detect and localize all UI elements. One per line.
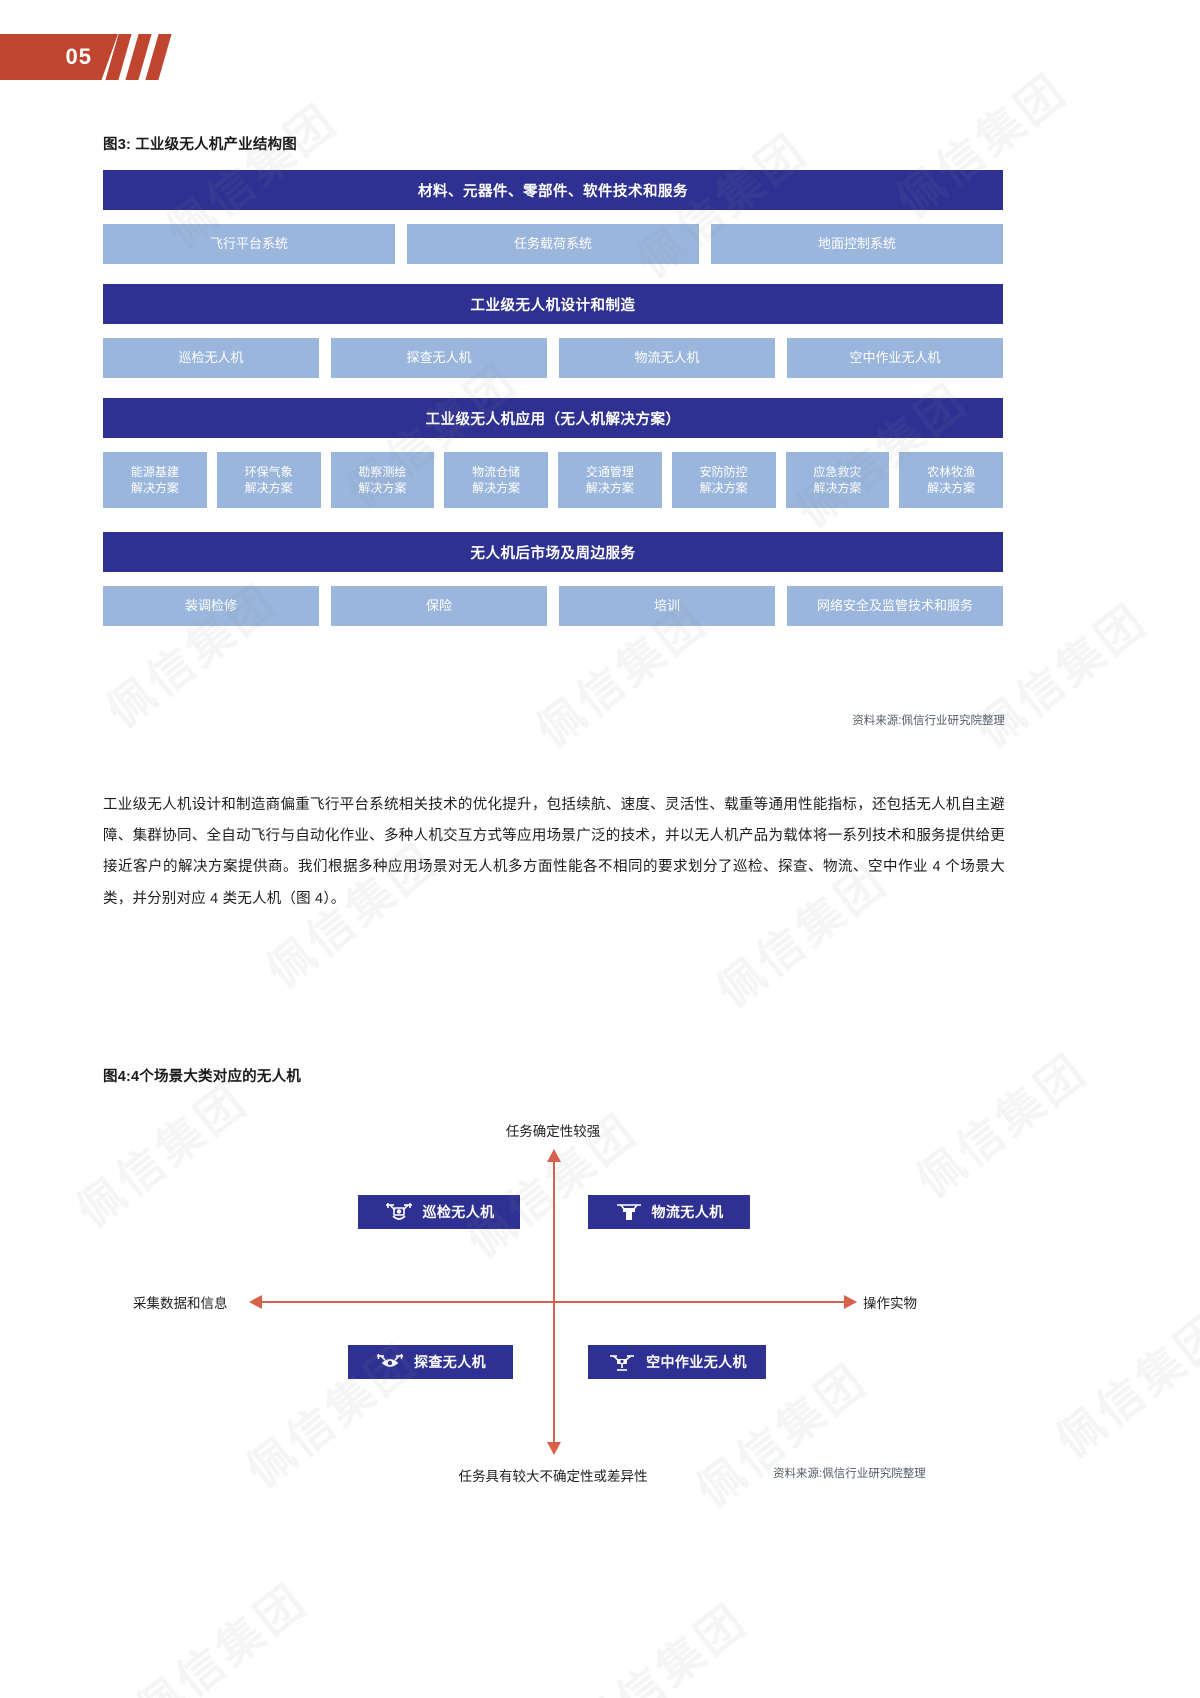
fig3-diagram: 材料、元器件、零部件、软件技术和服务 飞行平台系统 任务载荷系统 地面控制系统 … bbox=[103, 170, 1003, 646]
fig4-box-aerial-work-drone: 空中作业无人机 bbox=[588, 1345, 766, 1379]
axis-label-right: 操作实物 bbox=[863, 1296, 917, 1311]
aerial-work-drone-icon bbox=[607, 1351, 637, 1373]
fig4-quadrant: 任务确定性较强 任务具有较大不确定性或差异性 采集数据和信息 操作实物 bbox=[103, 1120, 1005, 1484]
horizontal-axis bbox=[260, 1301, 850, 1303]
fig3-cell: 物流无人机 bbox=[559, 338, 775, 378]
axis-arrow-right-icon bbox=[844, 1295, 857, 1309]
fig3-source: 资料来源:佩信行业研究院整理 bbox=[852, 715, 1005, 727]
fig3-cell: 飞行平台系统 bbox=[103, 224, 395, 264]
fig3-row-0: 飞行平台系统 任务载荷系统 地面控制系统 bbox=[103, 224, 1003, 264]
axis-label-top: 任务确定性较强 bbox=[505, 1124, 601, 1139]
fig3-cell: 培训 bbox=[559, 586, 775, 626]
fig4-box-label: 巡检无人机 bbox=[422, 1204, 495, 1220]
survey-drone-icon bbox=[375, 1352, 405, 1372]
fig4-box-label: 探查无人机 bbox=[414, 1354, 486, 1370]
fig3-cell: 网络安全及监管技术和服务 bbox=[787, 586, 1003, 626]
logistics-drone-icon bbox=[615, 1201, 643, 1223]
fig3-cell: 环保气象解决方案 bbox=[216, 452, 321, 508]
watermark: 佩信集团 bbox=[1047, 1303, 1200, 1468]
fig3-row-3: 装调检修 保险 培训 网络安全及监管技术和服务 bbox=[103, 586, 1003, 626]
fig4-box-logistics-drone: 物流无人机 bbox=[588, 1195, 750, 1229]
fig3-cell: 勘察测绘解决方案 bbox=[330, 452, 435, 508]
fig3-cell: 物流仓储解决方案 bbox=[444, 452, 548, 508]
axis-label-left: 采集数据和信息 bbox=[133, 1296, 228, 1311]
inspection-drone-icon bbox=[384, 1201, 414, 1223]
page-number-badge: 05 bbox=[0, 34, 118, 80]
fig3-cell: 地面控制系统 bbox=[711, 224, 1003, 264]
fig3-cell: 探查无人机 bbox=[331, 338, 547, 378]
fig3-section-header-0: 材料、元器件、零部件、软件技术和服务 bbox=[103, 170, 1003, 210]
fig3-cell: 任务载荷系统 bbox=[407, 224, 699, 264]
axis-arrow-up-icon bbox=[547, 1149, 561, 1162]
axis-arrow-left-icon bbox=[249, 1295, 262, 1309]
fig3-cell: 应急救灾解决方案 bbox=[785, 452, 890, 508]
fig3-cell: 保险 bbox=[331, 586, 547, 626]
fig3-cell: 能源基建解决方案 bbox=[103, 452, 207, 508]
watermark: 佩信集团 bbox=[127, 1573, 317, 1698]
fig3-cell: 安防防控解决方案 bbox=[671, 452, 776, 508]
fig4-box-label: 物流无人机 bbox=[651, 1204, 724, 1220]
triple-slash-icon bbox=[105, 34, 172, 80]
fig3-cell: 交通管理解决方案 bbox=[558, 452, 662, 508]
fig3-row-1: 巡检无人机 探查无人机 物流无人机 空中作业无人机 bbox=[103, 338, 1003, 378]
fig3-row-2: 能源基建解决方案 环保气象解决方案 勘察测绘解决方案 物流仓储解决方案 交通管理… bbox=[103, 452, 1003, 508]
watermark: 佩信集团 bbox=[567, 1593, 757, 1698]
fig4-box-label: 空中作业无人机 bbox=[646, 1354, 747, 1370]
fig4-diagram: 任务确定性较强 任务具有较大不确定性或差异性 采集数据和信息 操作实物 bbox=[103, 1060, 1005, 1484]
fig4-title: 图4:4个场景大类对应的无人机 bbox=[103, 1069, 301, 1085]
fig3-title: 图3: 工业级无人机产业结构图 bbox=[103, 137, 297, 153]
fig3-section-header-2: 工业级无人机应用（无人机解决方案） bbox=[103, 398, 1003, 438]
fig4-box-inspection-drone: 巡检无人机 bbox=[358, 1195, 520, 1229]
fig4-source: 资料来源:佩信行业研究院整理 bbox=[773, 1468, 926, 1480]
fig3-cell: 巡检无人机 bbox=[103, 338, 319, 378]
fig4-box-survey-drone: 探查无人机 bbox=[348, 1345, 513, 1379]
body-paragraph: 工业级无人机设计和制造商偏重飞行平台系统相关技术的优化提升，包括续航、速度、灵活… bbox=[103, 797, 1005, 907]
vertical-axis bbox=[553, 1160, 555, 1452]
axis-arrow-down-icon bbox=[547, 1442, 561, 1455]
fig3-section-header-1: 工业级无人机设计和制造 bbox=[103, 284, 1003, 324]
fig3-cell: 装调检修 bbox=[103, 586, 319, 626]
fig3-section-header-3: 无人机后市场及周边服务 bbox=[103, 532, 1003, 572]
axis-label-bottom: 任务具有较大不确定性或差异性 bbox=[458, 1469, 648, 1484]
fig3-cell: 农林牧渔解决方案 bbox=[899, 452, 1003, 508]
fig3-cell: 空中作业无人机 bbox=[787, 338, 1003, 378]
